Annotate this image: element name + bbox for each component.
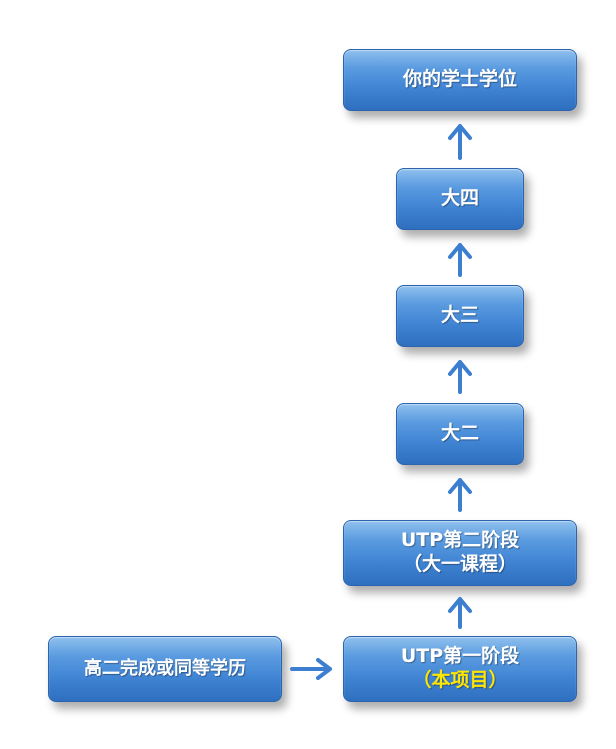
node-year-two: 大二: [396, 403, 524, 465]
arrow-utp1-to-utp2: [448, 597, 472, 629]
node-utp-stage-two: UTP第二阶段 （大一课程）: [343, 520, 577, 586]
node-year-three-label: 大三: [440, 304, 479, 327]
arrow-year3-to-year4: [448, 243, 472, 277]
node-utp-stage-two-subtitle: （大一课程）: [402, 553, 517, 575]
node-bachelor-degree: 你的学士学位: [343, 49, 577, 111]
node-year-four-label: 大四: [440, 187, 479, 210]
arrow-year2-to-year3: [448, 360, 472, 394]
node-year-three: 大三: [396, 285, 524, 347]
arrow-year4-to-degree: [448, 124, 472, 160]
node-utp-stage-one-subtitle: （本项目）: [412, 669, 508, 691]
node-entry-qualification-label: 高二完成或同等学历: [84, 657, 246, 679]
arrow-entry-to-utp1: [290, 657, 334, 681]
node-year-two-label: 大二: [440, 422, 479, 445]
node-utp-stage-two-title: UTP第二阶段: [400, 529, 520, 552]
node-year-four: 大四: [396, 168, 524, 230]
node-entry-qualification: 高二完成或同等学历: [48, 636, 282, 702]
arrow-utp2-to-year2: [448, 478, 472, 512]
node-bachelor-degree-label: 你的学士学位: [402, 68, 517, 91]
node-utp-stage-one: UTP第一阶段 （本项目）: [343, 636, 577, 702]
node-utp-stage-one-title: UTP第一阶段: [400, 645, 520, 668]
